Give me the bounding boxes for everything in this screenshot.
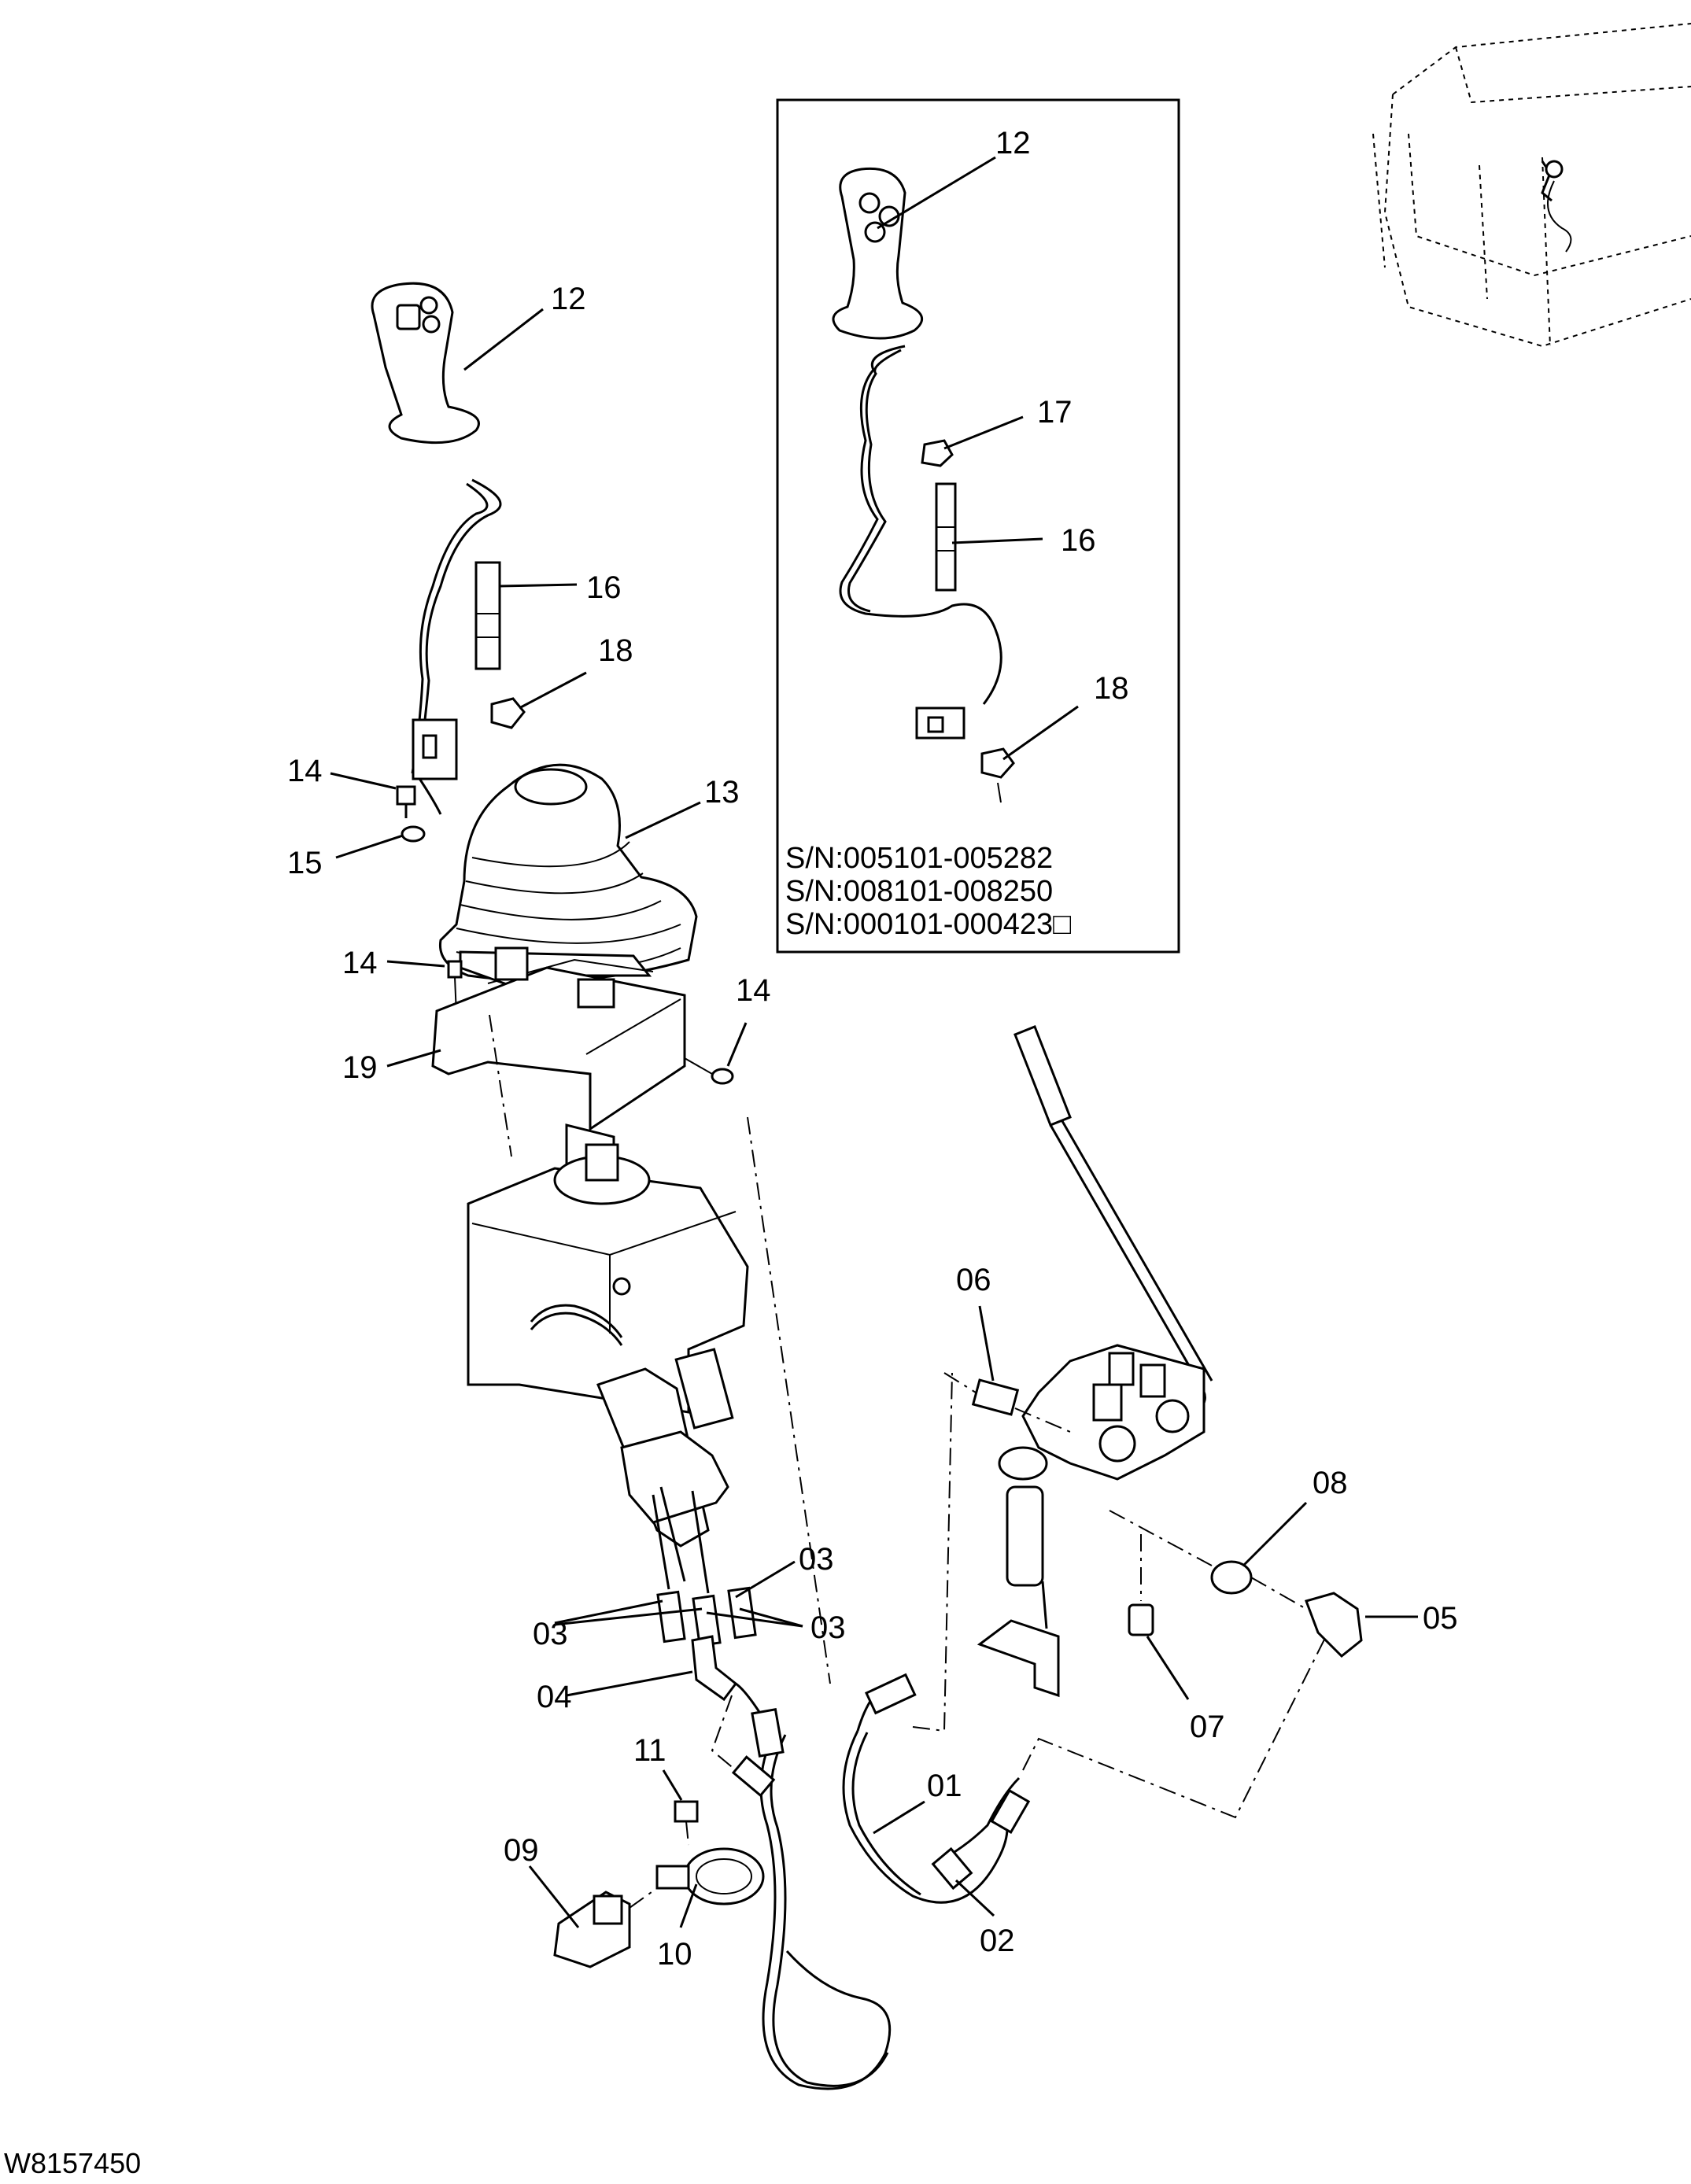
- serial-line-1: S/N:005101-005282: [785, 842, 1053, 875]
- drawing-code: W8157450: [4, 2147, 141, 2179]
- callout-inset-18: 18: [1094, 671, 1129, 706]
- serial-line-2: S/N:008101-008250: [785, 875, 1053, 908]
- callout-06: 06: [956, 1263, 991, 1297]
- fitting-04: [691, 1635, 738, 1702]
- accumulator: [1006, 1485, 1044, 1587]
- fitting-06: [971, 1378, 1020, 1416]
- inset-nut-18: [980, 747, 1015, 779]
- callout-labels: 12 16 18 14 13 15 14 14 19 12 17 16 18 0…: [287, 126, 1458, 1972]
- screw-14c: [711, 1068, 734, 1085]
- washer-15: [401, 825, 426, 843]
- screw-14a: [396, 785, 416, 806]
- callout-07: 07: [1190, 1710, 1225, 1744]
- callout-04: 04: [537, 1680, 572, 1714]
- callout-10: 10: [657, 1937, 692, 1972]
- callout-inset-17: 17: [1037, 395, 1073, 430]
- leader-lines: [330, 308, 1418, 1928]
- pin-16: [474, 561, 501, 670]
- bracket-19: [431, 946, 686, 1131]
- serial-inset: [776, 98, 1180, 954]
- callout-inset-12: 12: [995, 126, 1031, 160]
- cab-locator-thumbnail: [1372, 23, 1691, 348]
- rubber-boot-13: [438, 763, 698, 989]
- callout-08: 08: [1313, 1466, 1348, 1500]
- serial-line-3: S/N:000101-000423□: [785, 908, 1071, 941]
- main-joystick-assembly: [371, 282, 831, 1702]
- clamp-set: [553, 1800, 765, 1968]
- nut-18: [490, 697, 526, 729]
- callout-02: 02: [980, 1924, 1015, 1958]
- accumulator-bracket: [977, 1619, 1060, 1698]
- joystick-connector: [412, 718, 458, 780]
- callout-main-14a: 14: [287, 754, 323, 788]
- lever-valve-assembly: [943, 1025, 1363, 1698]
- inset-connector: [915, 706, 965, 740]
- callout-03c: 03: [810, 1610, 846, 1645]
- plug-08: [1210, 1560, 1253, 1595]
- inset-pin-16: [935, 482, 957, 592]
- lever-grip: [1013, 1025, 1072, 1127]
- callout-main-15: 15: [287, 846, 323, 880]
- inset-nut-17: [921, 439, 954, 467]
- callout-main-16: 16: [586, 570, 622, 605]
- callout-11: 11: [633, 1733, 666, 1768]
- callout-05: 05: [1423, 1601, 1458, 1636]
- callout-03b: 03: [533, 1617, 568, 1651]
- callout-main-18: 18: [598, 633, 633, 668]
- elbow-05: [1305, 1592, 1363, 1658]
- hoses: [711, 1372, 1331, 2090]
- screw-11: [674, 1800, 699, 1823]
- callout-03a: 03: [799, 1542, 834, 1577]
- callout-01: 01: [927, 1769, 962, 1803]
- pilot-valve-body: [467, 1123, 749, 1594]
- callout-main-14b: 14: [342, 946, 378, 980]
- callout-main-12: 12: [551, 282, 586, 316]
- callout-main-19: 19: [342, 1050, 378, 1085]
- callout-inset-16: 16: [1061, 523, 1096, 558]
- callout-main-13: 13: [704, 775, 740, 810]
- inset-joystick-handle: [832, 167, 924, 340]
- serial-list: S/N:005101-005282 S/N:008101-008250 S/N:…: [785, 842, 1071, 941]
- callout-09: 09: [504, 1833, 539, 1868]
- callout-main-14c: 14: [736, 973, 771, 1008]
- screw-14b: [447, 960, 463, 979]
- plug-07: [1128, 1603, 1154, 1636]
